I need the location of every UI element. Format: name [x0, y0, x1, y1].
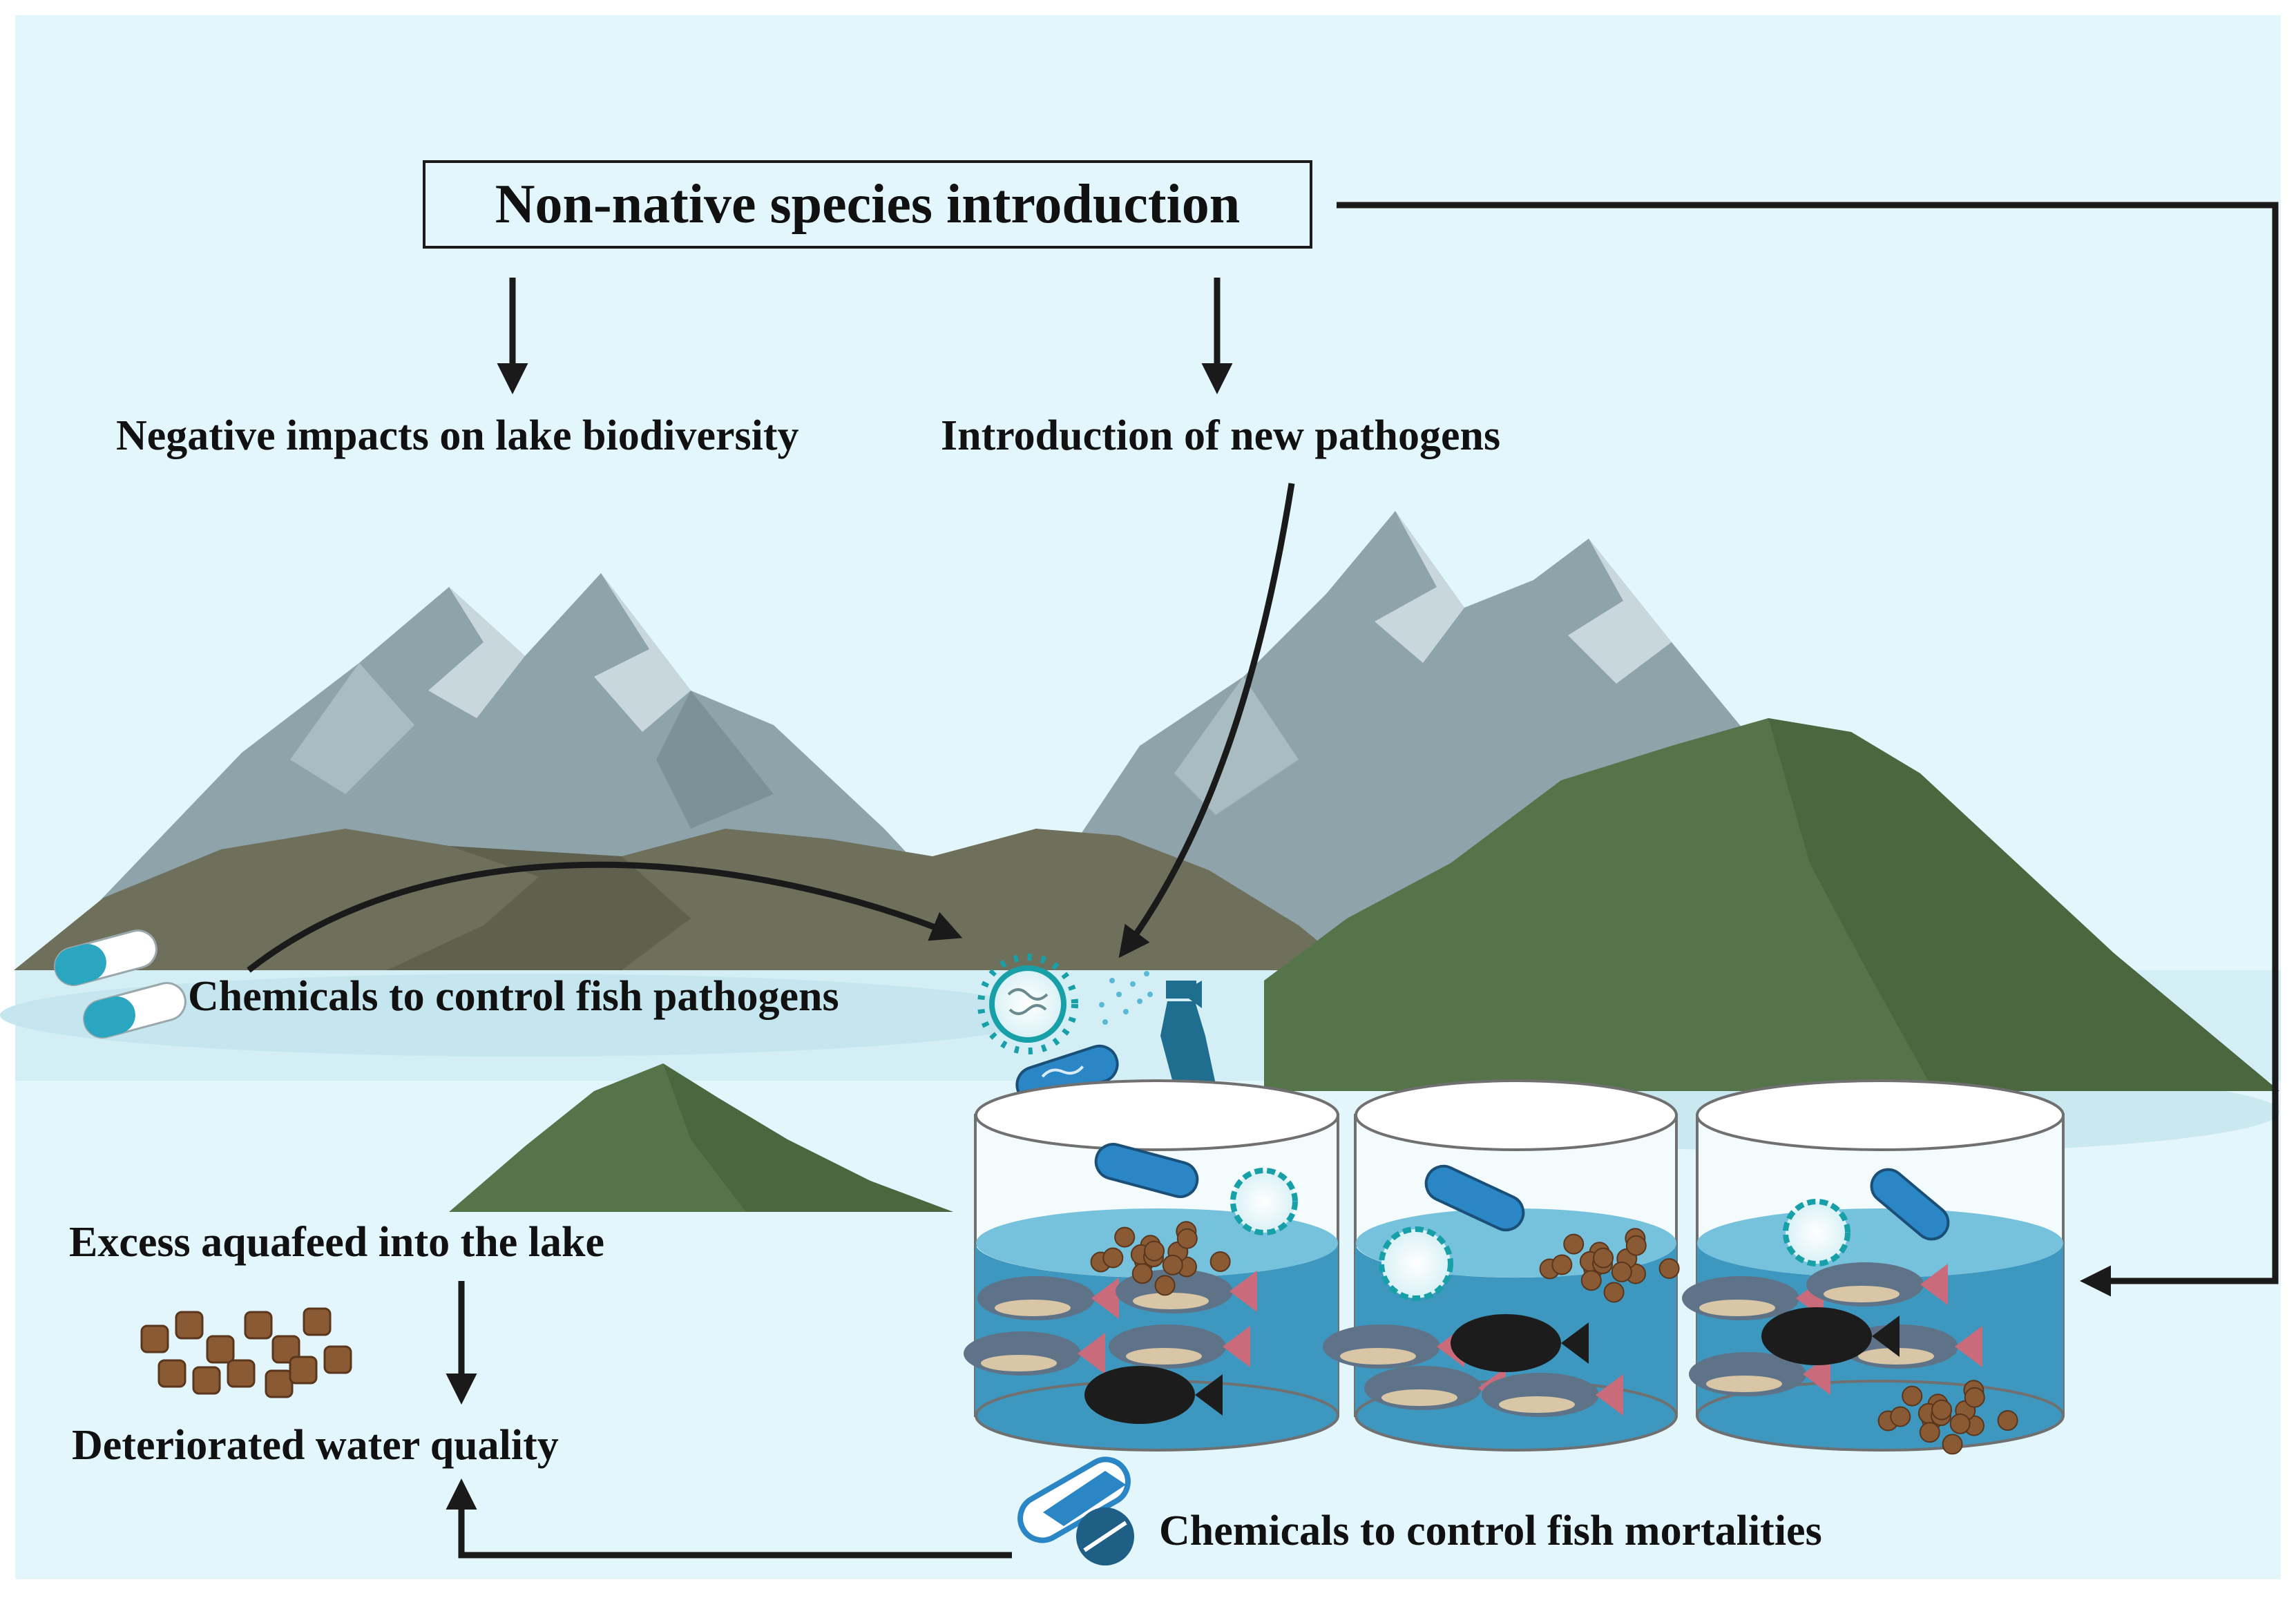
fish-icon	[1806, 1262, 1948, 1307]
feed-pellet	[1603, 1282, 1625, 1303]
label-pathogens: Introduction of new pathogens	[941, 412, 1501, 459]
fish-icon	[1364, 1366, 1506, 1410]
arrow-title-to-tanks	[1337, 202, 2279, 1297]
feed-pellet	[1162, 1254, 1183, 1275]
feed-pellets-icon	[140, 1307, 352, 1398]
tank-virus-icon	[1230, 1168, 1850, 1301]
feed-pellet	[1102, 1247, 1124, 1269]
flow-arrows	[247, 202, 2279, 1559]
feed-pellet	[1919, 1422, 1940, 1443]
label-chem-pathogens: Chemicals to control fish pathogens	[188, 973, 839, 1020]
dark-fish-icon	[1761, 1307, 1900, 1365]
title: Non-native species introduction	[495, 173, 1241, 235]
label-biodiversity: Negative impacts on lake biodiversity	[116, 412, 799, 459]
brown-hills	[14, 829, 1354, 970]
feed-pellet	[1209, 1251, 1231, 1272]
arrow-pathogens-to-lake	[1118, 483, 1295, 958]
dark-fish-icon	[1451, 1314, 1589, 1372]
feed-pellet	[1593, 1247, 1614, 1269]
label-water-quality: Deteriorated water quality	[72, 1422, 559, 1469]
fish-icon	[1109, 1324, 1250, 1369]
feed-pellet	[1964, 1387, 1985, 1408]
tank-bacteria-icon	[1094, 1143, 1950, 1241]
feed-pellet	[1949, 1413, 1971, 1434]
feed-pellet	[1551, 1254, 1573, 1275]
virus-icon	[977, 954, 1078, 1054]
label-chem-mortalities: Chemicals to control fish mortalities	[1159, 1507, 1822, 1554]
feed-pellet	[1625, 1235, 1647, 1256]
pill-icon	[1017, 1456, 1134, 1565]
feed-pellet	[1154, 1275, 1176, 1296]
arrow-chemicals-to-lake	[247, 861, 963, 973]
feed-pellet	[1931, 1399, 1953, 1420]
fish-icon	[1682, 1276, 1824, 1320]
capsule-icon-2	[83, 982, 186, 1039]
small-island-shade	[663, 1063, 953, 1212]
dark-fish-icon	[1084, 1366, 1223, 1424]
label-aquafeed: Excess aquafeed into the lake	[69, 1219, 604, 1266]
aquafeed-piles	[1090, 1221, 2018, 1455]
spray-bottle-icon	[1099, 971, 1216, 1088]
feed-pellet	[1131, 1263, 1153, 1284]
feed-pellet	[1902, 1385, 1923, 1407]
feed-pellet	[1144, 1240, 1165, 1262]
feed-pellet	[1563, 1233, 1585, 1255]
title-box: Non-native species introduction	[423, 160, 1312, 249]
feed-pellet	[1580, 1270, 1602, 1291]
feed-pellet	[1890, 1406, 1911, 1427]
feed-pellet	[1658, 1257, 1680, 1279]
feed-pellet	[1114, 1226, 1136, 1248]
brown-hills-shade	[387, 846, 691, 970]
feed-pellet	[1611, 1261, 1632, 1282]
fish-icon	[964, 1331, 1105, 1376]
feed-pellet	[1176, 1228, 1198, 1249]
arrow-mortalities-to-water	[446, 1478, 1012, 1559]
water-reflection	[0, 974, 1050, 1057]
feed-pellet	[1997, 1409, 2018, 1431]
fish-icon	[1482, 1373, 1623, 1417]
capsule-icon	[54, 929, 157, 986]
green-mountain-shade	[1768, 718, 2279, 1091]
feed-pellet	[1942, 1434, 1963, 1455]
fish-icon	[1323, 1324, 1464, 1369]
fish-icon	[977, 1276, 1119, 1320]
